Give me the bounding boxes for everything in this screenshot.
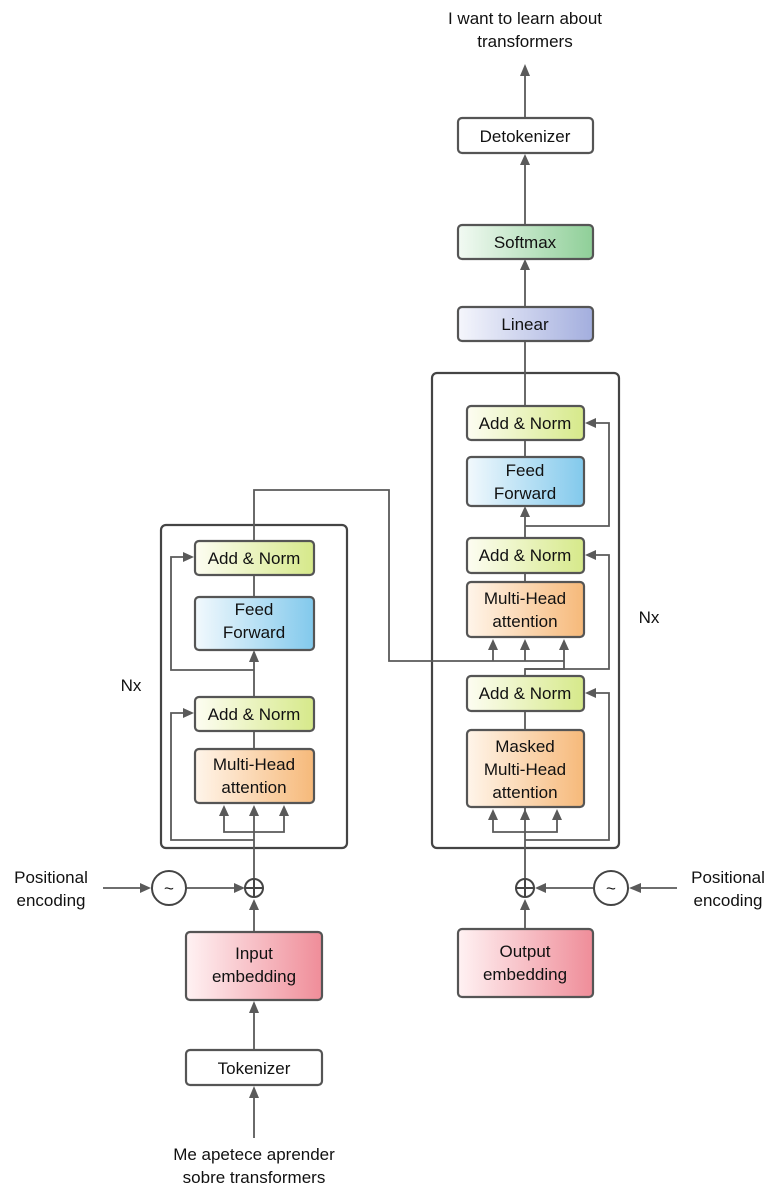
decoder-add-norm-bottom: Add & Norm (465, 674, 586, 713)
decoder-cross-attention: Multi-Head attention (465, 580, 586, 639)
input-embedding-label-2: embedding (212, 967, 296, 986)
tokenizer-label: Tokenizer (218, 1059, 291, 1078)
input-embedding-label-1: Input (235, 944, 273, 963)
decoder-masked-attention: Masked Multi-Head attention (465, 728, 586, 809)
encoder-connectors (103, 489, 564, 1138)
input-embedding-box: Input embedding (184, 930, 324, 1002)
detokenizer-label: Detokenizer (480, 127, 571, 146)
encoder-feed-forward: Feed Forward (193, 595, 316, 652)
encoder-add-norm-top: Add & Norm (193, 539, 316, 577)
decoder-connectors (488, 64, 677, 929)
encoder-add-norm-top-label: Add & Norm (208, 549, 301, 568)
decoder-cross-attention-label-1: Multi-Head (484, 589, 566, 608)
linear-box: Linear (456, 305, 595, 343)
decoder-add-norm-mid-label: Add & Norm (479, 546, 572, 565)
decoder-feed-forward-label-1: Feed (506, 461, 545, 480)
decoder-add-norm-top-label: Add & Norm (479, 414, 572, 433)
tokenizer-box: Tokenizer (184, 1048, 324, 1087)
detokenizer-box: Detokenizer (456, 116, 595, 155)
output-embedding-box: Output embedding (456, 927, 595, 999)
output-text-line-2: transformers (477, 32, 572, 51)
encoder-positional-label-2: encoding (16, 891, 85, 910)
decoder-positional-oscillator: ~ (593, 870, 629, 906)
softmax-label: Softmax (494, 233, 557, 252)
softmax-box: Softmax (456, 223, 595, 261)
encoder-attention-label-1: Multi-Head (213, 755, 295, 774)
encoder-attention-label-2: attention (221, 778, 286, 797)
decoder-masked-attention-label-3: attention (492, 783, 557, 802)
decoder-add-norm-mid: Add & Norm (465, 536, 586, 575)
encoder-positional-label-1: Positional (14, 868, 88, 887)
encoder-add-norm-bottom: Add & Norm (193, 695, 316, 733)
output-text-line-1: I want to learn about (448, 9, 602, 28)
encoder-feed-forward-label-1: Feed (235, 600, 274, 619)
output-embedding-label-2: embedding (483, 965, 567, 984)
encoder-adder (244, 878, 264, 898)
encoder-add-norm-bottom-label: Add & Norm (208, 705, 301, 724)
decoder-positional-label-1: Positional (691, 868, 765, 887)
output-embedding-label-1: Output (499, 942, 550, 961)
decoder-feed-forward: Feed Forward (465, 455, 586, 508)
decoder-positional-label-2: encoding (693, 891, 762, 910)
encoder-repeat-label: Nx (121, 676, 142, 695)
decoder-masked-attention-label-2: Multi-Head (484, 760, 566, 779)
encoder-positional-oscillator: ~ (151, 870, 187, 906)
input-text-line-1: Me apetece aprender (173, 1145, 335, 1164)
encoder-multi-head-attention: Multi-Head attention (193, 747, 316, 805)
decoder-positional-symbol: ~ (606, 879, 616, 898)
decoder-add-norm-top: Add & Norm (465, 404, 586, 442)
encoder-positional-symbol: ~ (164, 879, 174, 898)
decoder-adder (515, 878, 535, 898)
input-text-line-2: sobre transformers (183, 1168, 326, 1187)
decoder-masked-attention-label-1: Masked (495, 737, 555, 756)
linear-label: Linear (501, 315, 549, 334)
decoder-repeat-label: Nx (639, 608, 660, 627)
decoder-feed-forward-label-2: Forward (494, 484, 556, 503)
decoder-add-norm-bottom-label: Add & Norm (479, 684, 572, 703)
decoder-cross-attention-label-2: attention (492, 612, 557, 631)
encoder-feed-forward-label-2: Forward (223, 623, 285, 642)
